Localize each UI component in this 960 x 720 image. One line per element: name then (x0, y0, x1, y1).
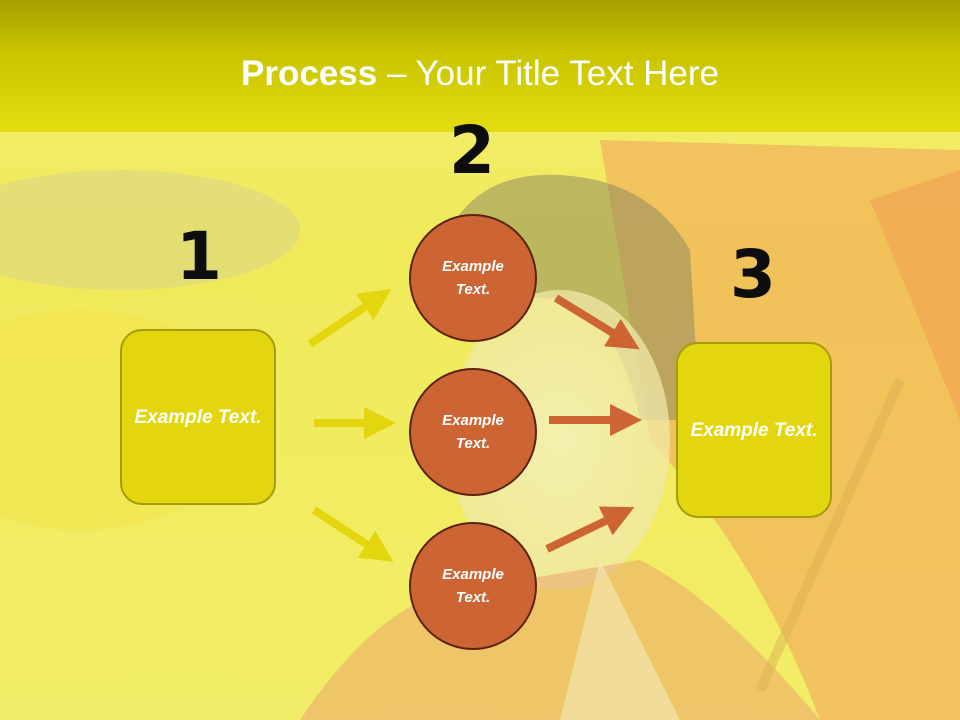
step-3-label: Example Text. (690, 419, 818, 441)
title-rest: – Your Title Text Here (377, 54, 719, 93)
step-2-label-middle: Example Text. (442, 412, 504, 452)
step-2-label-bottom: Example Text. (442, 566, 504, 606)
step-2-label-top: Example Text. (442, 258, 504, 298)
step-1-label: Example Text. (134, 406, 262, 428)
slide-title: Process – Your Title Text Here (0, 52, 960, 96)
step-2-circle-top: Example Text. (409, 214, 537, 342)
step-2-circle-middle: Example Text. (409, 368, 537, 496)
step-1-box: Example Text. (120, 329, 276, 505)
step-3-number: 3 (730, 236, 776, 313)
title-bold: Process (241, 54, 378, 93)
step-2-circle-bottom: Example Text. (409, 522, 537, 650)
step-2-number: 2 (449, 112, 495, 189)
step-1-number: 1 (176, 218, 222, 295)
step-3-box: Example Text. (676, 342, 832, 518)
title-band (0, 0, 960, 132)
